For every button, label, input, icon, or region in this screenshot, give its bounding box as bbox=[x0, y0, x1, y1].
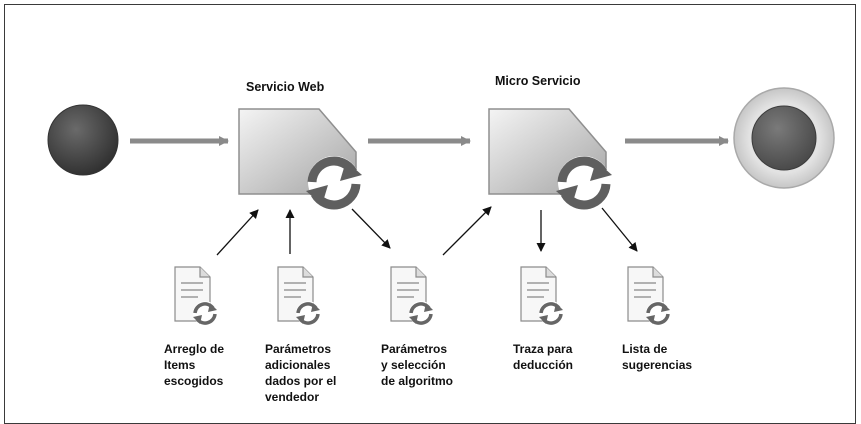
document-icon bbox=[173, 265, 219, 327]
assoc-doc1-to-web bbox=[216, 209, 259, 256]
document-icon bbox=[276, 265, 322, 327]
document-icon bbox=[389, 265, 435, 327]
servicio-web-task bbox=[239, 109, 362, 208]
micro-servicio-title: Micro Servicio bbox=[495, 74, 581, 88]
doc-label-parametros-algoritmo: Parámetros y selección de algoritmo bbox=[381, 342, 454, 388]
assoc-web-to-doc3 bbox=[351, 208, 391, 249]
assoc-micro-to-doc5 bbox=[601, 207, 638, 252]
process-diagram bbox=[47, 87, 835, 327]
assoc-doc3-to-micro bbox=[442, 206, 492, 256]
doc-label-arreglo-items: Arreglo de Items escogidos bbox=[164, 342, 225, 388]
document-icon bbox=[626, 265, 672, 327]
micro-servicio-task bbox=[489, 109, 612, 208]
doc-label-lista-sugerencias: Lista de sugerencias bbox=[622, 342, 693, 372]
document-icon bbox=[519, 265, 565, 327]
end-event bbox=[733, 87, 835, 189]
doc-label-parametros-adicionales: Parámetros adicionales dados por el vend… bbox=[265, 342, 337, 404]
start-event bbox=[47, 104, 119, 176]
doc-label-traza-deduccion: Traza para deducción bbox=[513, 342, 574, 372]
servicio-web-title: Servicio Web bbox=[246, 80, 325, 94]
